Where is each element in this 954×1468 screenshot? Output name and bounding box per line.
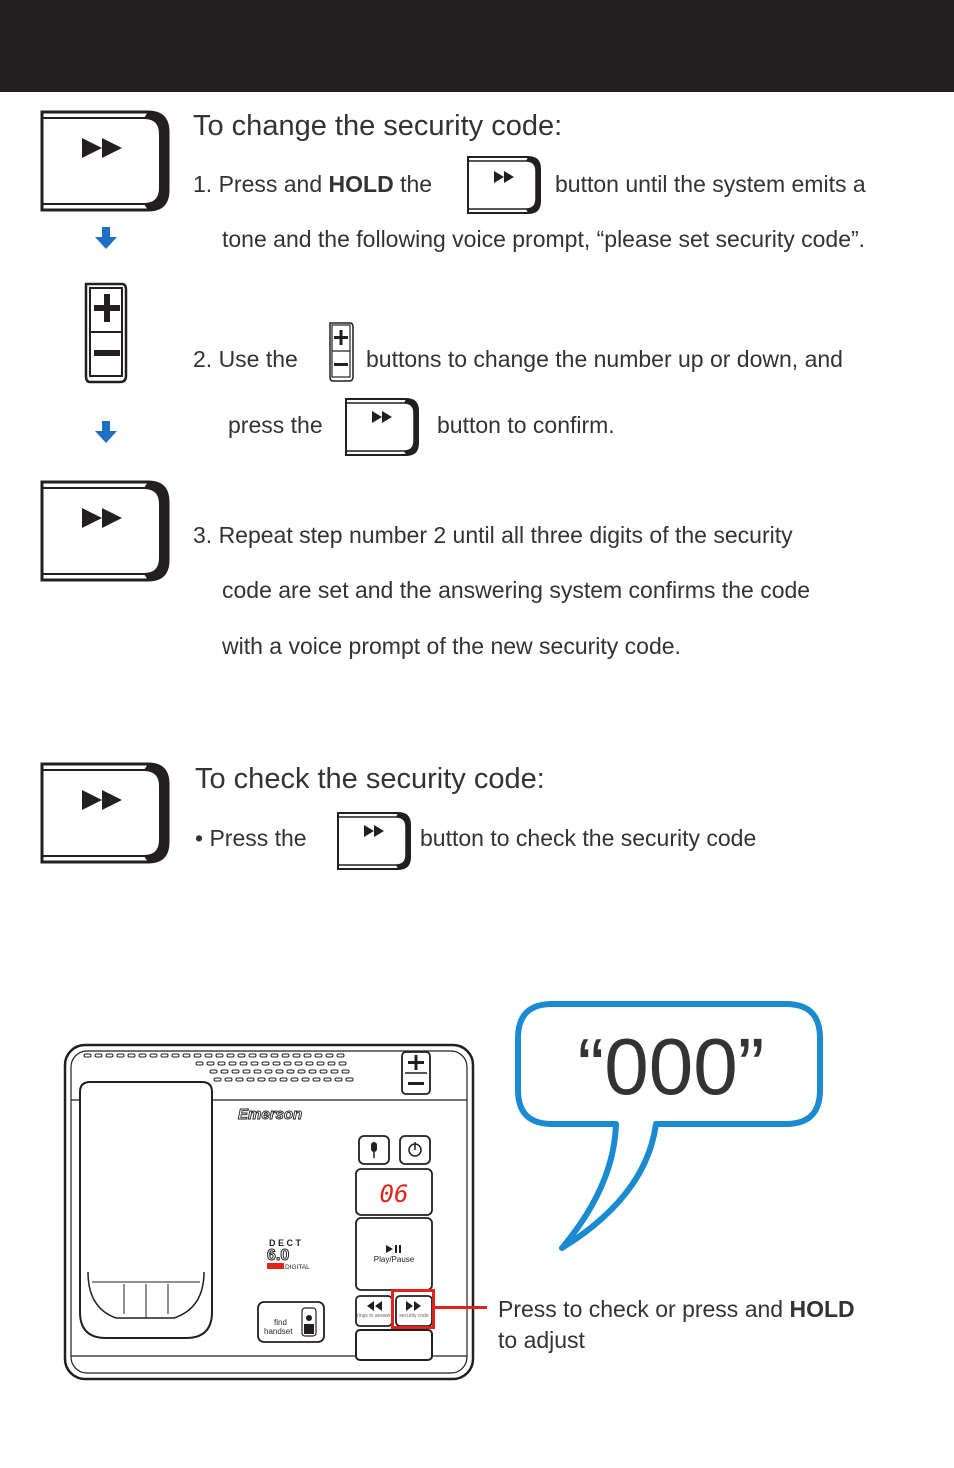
step1-prefix: 1. Press and [193,171,329,197]
plus-minus-button-icon [84,282,128,384]
top-banner [0,0,954,92]
step1-mid: the [393,171,433,197]
dect-digital: DIGITAL [285,1264,310,1271]
handset-label: handset [264,1327,293,1336]
callout-prefix: Press to check or press and [498,1296,790,1322]
change-code-heading: To change the security code: [193,110,563,142]
down-arrow-icon [95,227,117,249]
check-bullet-prefix: • Press the [195,825,307,851]
step2-suffix: buttons to change the number up or down,… [366,346,843,372]
callout-text: Press to check or press and HOLD to adju… [498,1294,938,1356]
speech-bubble-text: “000” [578,1022,765,1111]
fast-forward-button-icon [467,156,541,214]
check-code-heading: To check the security code: [195,763,545,795]
base-station-illustration: Emerson 06 Play/Pause D E C T 6.0 DIGITA… [63,1043,475,1381]
fast-forward-button-icon [40,762,170,864]
brand-logo: Emerson [238,1106,302,1123]
fast-forward-button-icon [40,110,170,212]
step1-line2: tone and the following voice prompt, “pl… [222,226,866,252]
play-pause-label: Play/Pause [374,1255,415,1264]
step3-line2: code are set and the answering system co… [222,577,811,603]
microphone-icon [371,1142,377,1158]
step3-line1: 3. Repeat step number 2 until all three … [193,522,793,548]
security-button-highlight [391,1289,435,1329]
security-label: security code [399,1313,429,1319]
power-icon [408,1142,422,1157]
check-bullet-suffix: button to check the security code [420,825,757,851]
dect-letters: D E C T [269,1238,302,1248]
step3-line3: with a voice prompt of the new security … [222,633,681,659]
rings-label: rings to answer [357,1313,391,1319]
down-arrow-icon [95,421,117,443]
step1-bold: HOLD [328,171,394,197]
step1-suffix: button until the system emits a [555,171,866,197]
display-readout: 06 [380,1180,409,1208]
find-label: find [274,1318,287,1327]
step1-line1-prefix: 1. Press and HOLD the [193,171,432,198]
dect-version: 6.0 [267,1247,289,1264]
callout-leader-line [435,1306,487,1309]
fast-forward-button-icon [337,812,411,870]
step2-line2-prefix: press the [228,412,323,438]
callout-line2: to adjust [498,1327,585,1353]
callout-bold: HOLD [789,1296,855,1322]
step2-line2-suffix: button to confirm. [437,412,615,438]
fast-forward-button-icon [345,398,419,456]
plus-minus-button-icon [329,322,354,382]
step2-prefix: 2. Use the [193,346,298,372]
speech-bubble: “000” [515,1001,823,1251]
fast-forward-button-icon [40,480,170,582]
